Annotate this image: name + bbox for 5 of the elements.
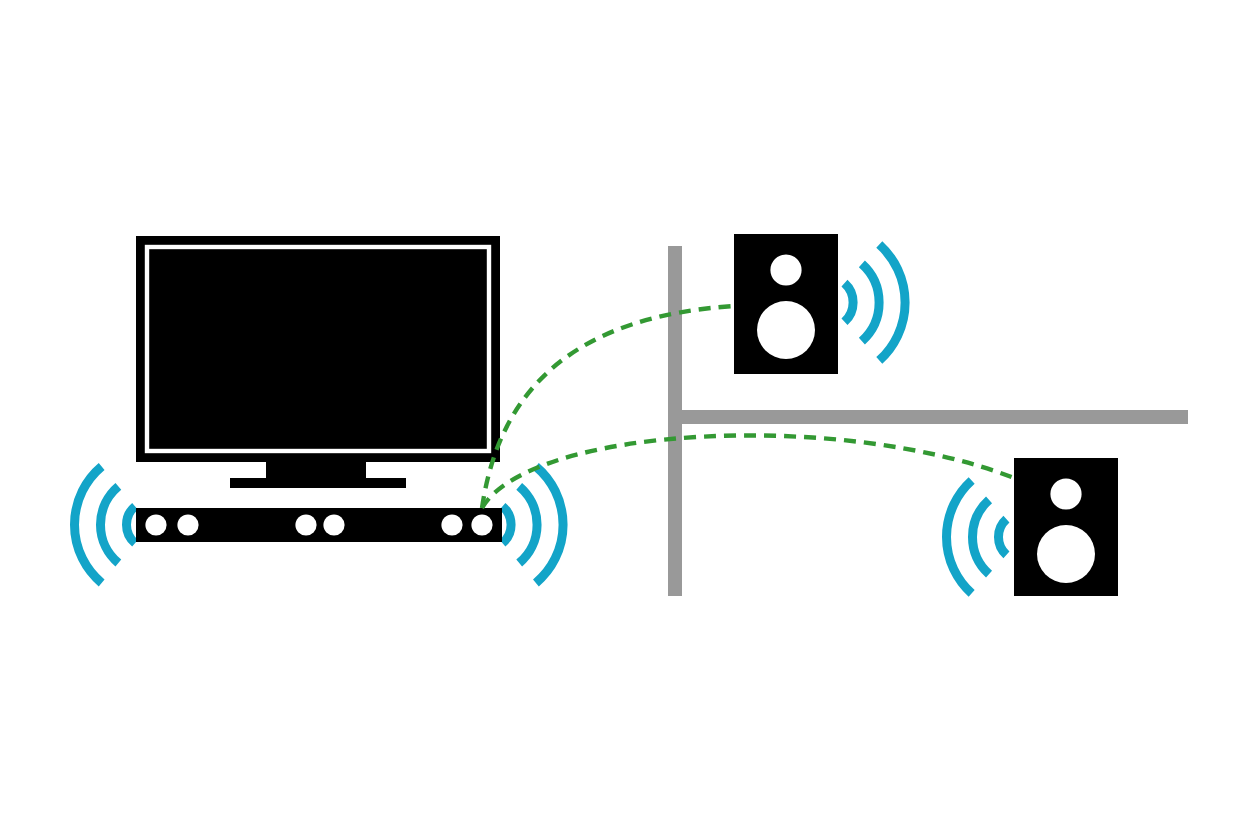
soundbar-icon [136, 508, 502, 542]
dashed-connector [480, 433, 1015, 510]
speaker-icon [1014, 458, 1118, 596]
speaker-icon [734, 234, 838, 374]
dashed-connector [479, 303, 735, 509]
